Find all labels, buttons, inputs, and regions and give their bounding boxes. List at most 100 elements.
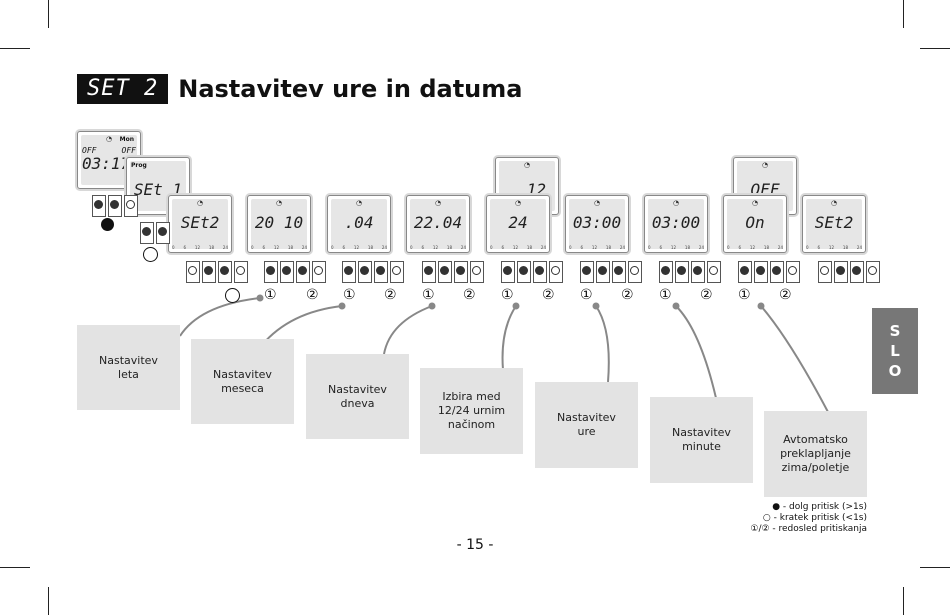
device-button[interactable] bbox=[390, 261, 404, 283]
device-button[interactable] bbox=[374, 261, 388, 283]
lcd-value: 12 bbox=[526, 180, 546, 199]
clock-icon: ◔ bbox=[275, 199, 283, 207]
button-group bbox=[264, 261, 326, 283]
device-button[interactable] bbox=[612, 261, 626, 283]
device-button[interactable] bbox=[454, 261, 468, 283]
short-press-icon bbox=[225, 288, 240, 303]
device-button[interactable] bbox=[280, 261, 294, 283]
lcd-value: 03:00 bbox=[572, 213, 622, 232]
clock-icon: ◔ bbox=[514, 199, 522, 207]
device-button[interactable] bbox=[675, 261, 689, 283]
device-button[interactable] bbox=[92, 195, 106, 217]
device-button[interactable] bbox=[234, 261, 248, 283]
device-button[interactable] bbox=[218, 261, 232, 283]
device-button[interactable] bbox=[342, 261, 356, 283]
lcd-value: SEt2 bbox=[814, 213, 854, 232]
step-box-12-24: Izbira med 12/24 urnim načinom bbox=[420, 368, 523, 454]
page-number: - 15 - bbox=[456, 537, 494, 553]
device-button[interactable] bbox=[501, 261, 515, 283]
lcd-value: 03:00 bbox=[651, 213, 701, 232]
step-two-marker: ② bbox=[779, 287, 792, 303]
button-group bbox=[422, 261, 484, 283]
device-button[interactable] bbox=[786, 261, 800, 283]
device-button[interactable] bbox=[296, 261, 310, 283]
device-button[interactable] bbox=[156, 222, 170, 244]
crop-mark bbox=[48, 0, 49, 28]
button-group bbox=[818, 261, 880, 283]
device-button[interactable] bbox=[358, 261, 372, 283]
device-button[interactable] bbox=[707, 261, 721, 283]
clock-icon: ◔ bbox=[105, 135, 113, 143]
short-press-icon bbox=[143, 247, 158, 262]
device-button[interactable] bbox=[770, 261, 784, 283]
language-tab: S L O bbox=[872, 308, 918, 394]
set-badge: SET 2 bbox=[77, 74, 169, 104]
lcd-value: SEt 1 bbox=[133, 180, 183, 199]
device-button[interactable] bbox=[140, 222, 154, 244]
device-button[interactable] bbox=[691, 261, 705, 283]
device-button[interactable] bbox=[312, 261, 326, 283]
lcd-value: .04 bbox=[344, 213, 374, 232]
device-button[interactable] bbox=[549, 261, 563, 283]
step-one-marker: ① bbox=[343, 287, 356, 303]
lcd-value: SEt2 bbox=[180, 213, 220, 232]
device-button[interactable] bbox=[186, 261, 200, 283]
button-group bbox=[342, 261, 404, 283]
crop-mark bbox=[0, 48, 30, 49]
device-button[interactable] bbox=[834, 261, 848, 283]
device-button[interactable] bbox=[124, 195, 138, 217]
crop-mark bbox=[0, 567, 30, 568]
clock-icon: ◔ bbox=[355, 199, 363, 207]
step-two-marker: ② bbox=[700, 287, 713, 303]
device-button[interactable] bbox=[438, 261, 452, 283]
step-box-day: Nastavitev dneva bbox=[306, 354, 409, 439]
device-button[interactable] bbox=[628, 261, 642, 283]
off-label-right: OFF bbox=[121, 146, 136, 155]
step-one-marker: ① bbox=[501, 287, 514, 303]
device-button[interactable] bbox=[422, 261, 436, 283]
device-button[interactable] bbox=[264, 261, 278, 283]
device-button[interactable] bbox=[850, 261, 864, 283]
legend-short-press: ○ - kratek pritisk (<1s) bbox=[762, 513, 867, 523]
button-group bbox=[92, 195, 138, 217]
device-button[interactable] bbox=[517, 261, 531, 283]
device-button[interactable] bbox=[754, 261, 768, 283]
step-one-marker: ① bbox=[580, 287, 593, 303]
clock-icon: ◔ bbox=[196, 199, 204, 207]
crop-mark bbox=[48, 587, 49, 615]
button-group bbox=[738, 261, 800, 283]
prog-label: Prog bbox=[131, 162, 147, 169]
device-button[interactable] bbox=[533, 261, 547, 283]
clock-icon: ◔ bbox=[434, 199, 442, 207]
legend-long-press: ● - dolg pritisk (>1s) bbox=[772, 502, 867, 512]
device-button[interactable] bbox=[818, 261, 832, 283]
device-button[interactable] bbox=[659, 261, 673, 283]
device-button[interactable] bbox=[580, 261, 594, 283]
clock-icon: ◔ bbox=[761, 161, 769, 169]
device-button[interactable] bbox=[470, 261, 484, 283]
day-label: Mon bbox=[119, 136, 134, 143]
lcd-value: 22.04 bbox=[413, 213, 463, 232]
step-one-marker: ① bbox=[659, 287, 672, 303]
device-button[interactable] bbox=[596, 261, 610, 283]
step-box-year: Nastavitev leta bbox=[77, 325, 180, 410]
device-button[interactable] bbox=[738, 261, 752, 283]
device-button[interactable] bbox=[866, 261, 880, 283]
button-group bbox=[580, 261, 642, 283]
device-button[interactable] bbox=[202, 261, 216, 283]
button-group bbox=[140, 222, 170, 244]
off-label-left: OFF bbox=[82, 146, 97, 155]
step-box-month: Nastavitev meseca bbox=[191, 339, 294, 424]
device-button[interactable] bbox=[108, 195, 122, 217]
